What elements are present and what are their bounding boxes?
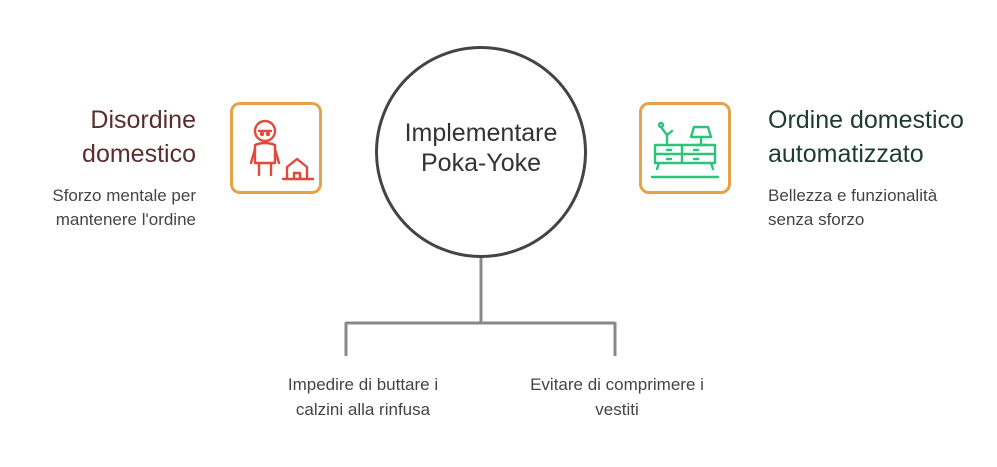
furniture-cabinet-lamp-icon: [650, 121, 720, 179]
branch-left-line2: calzini alla rinfusa: [295, 400, 431, 419]
branch-right-line1: Evitare di comprimere i: [530, 375, 704, 394]
right-description: Bellezza e funzionalità senza sforzo: [768, 184, 993, 232]
right-desc-line1: Bellezza e funzionalità: [768, 186, 938, 205]
left-icon-box: [230, 102, 322, 194]
right-icon-box: [639, 102, 731, 194]
right-title-line2: automatizzato: [768, 140, 924, 168]
right-title: Ordine domestico automatizzato: [768, 103, 993, 171]
branch-right-line2: vestiti: [595, 400, 639, 419]
center-label-line2: Poka-Yoke: [421, 149, 541, 177]
center-label: Implementare Poka-Yoke: [385, 118, 577, 178]
center-label-line1: Implementare: [404, 119, 558, 147]
left-title-line1: Disordine: [90, 106, 196, 134]
left-title: Disordine domestico: [20, 103, 196, 171]
left-desc-line1: Sforzo mentale per: [52, 186, 196, 205]
center-circle: [375, 46, 587, 258]
branch-left-line1: Impedire di buttare i: [287, 375, 439, 394]
child-messy-house-icon: [249, 119, 315, 181]
left-title-line2: domestico: [82, 140, 196, 168]
branch-label-right: Evitare di comprimere i vestiti: [517, 372, 717, 422]
right-title-line1: Ordine domestico: [768, 106, 964, 134]
branch-label-left: Impedire di buttare i calzini alla rinfu…: [263, 372, 463, 422]
right-desc-line2: senza sforzo: [768, 210, 865, 229]
left-description: Sforzo mentale per mantenere l'ordine: [10, 184, 196, 232]
left-desc-line2: mantenere l'ordine: [55, 210, 196, 229]
